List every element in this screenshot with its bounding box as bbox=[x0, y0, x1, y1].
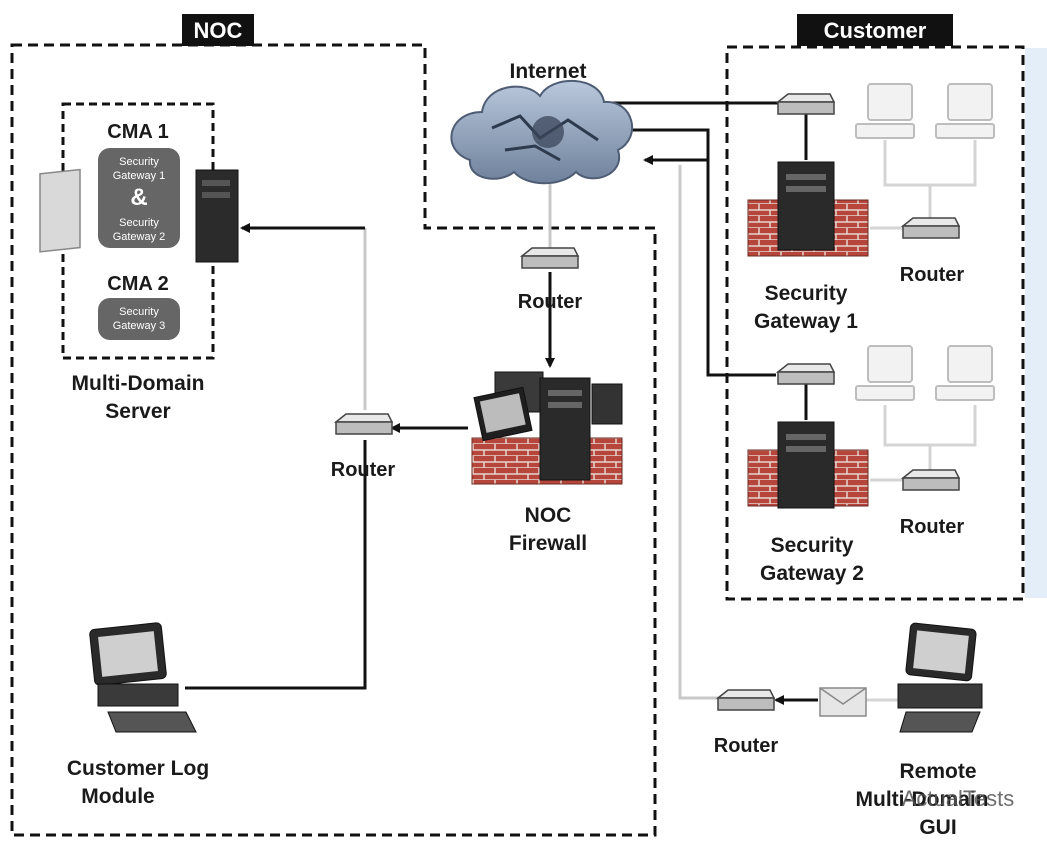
router-cust1-label: Router bbox=[900, 264, 965, 286]
cma1-pill-gw2-line1: Security bbox=[119, 217, 159, 229]
router-icon bbox=[900, 217, 961, 239]
multi-domain-server bbox=[39, 168, 239, 263]
router-icon bbox=[715, 689, 776, 711]
cma2-pill-line2: Gateway 3 bbox=[113, 320, 166, 332]
sg2-label-line1: Security bbox=[771, 534, 854, 557]
security-gateway-2-icon bbox=[747, 421, 869, 509]
mds-label-line2: Server bbox=[105, 400, 170, 423]
lan1-workstations bbox=[855, 83, 995, 139]
router-icon bbox=[775, 93, 836, 115]
security-gateway-1-icon bbox=[747, 161, 869, 257]
cma2-pill-line1: Security bbox=[119, 306, 159, 318]
cma1-gateways-pill: Security Gateway 1 & Security Gateway 2 bbox=[98, 148, 180, 248]
sg1-label-line2: Gateway 1 bbox=[754, 310, 858, 333]
remote-gui-workstation-icon bbox=[897, 622, 983, 733]
sg1-label-line1: Security bbox=[765, 282, 848, 305]
customer-lan-links bbox=[866, 140, 977, 702]
noc-firewall-label-line2: Firewall bbox=[509, 532, 587, 555]
router-icon bbox=[900, 469, 961, 491]
router-icon bbox=[519, 247, 580, 269]
router-icon bbox=[775, 363, 836, 385]
remote-gui-label-line2: Multi-Domain bbox=[856, 788, 989, 811]
cma1-pill-ampersand: & bbox=[130, 184, 147, 211]
router-noc-mid-label: Router bbox=[331, 459, 396, 481]
router-icon bbox=[333, 413, 394, 435]
noc-firewall-icon bbox=[471, 371, 623, 485]
log-module-label-line1: Customer Log bbox=[67, 757, 209, 780]
log-module-label-line2: Module bbox=[81, 785, 155, 808]
lan2-workstations bbox=[855, 345, 995, 401]
cma1-pill-gw1-line2: Gateway 1 bbox=[113, 170, 166, 182]
internet-label: Internet bbox=[509, 60, 586, 83]
customer-log-module-icon bbox=[89, 622, 197, 733]
router-noc-top-label: Router bbox=[518, 291, 583, 313]
remote-gui-label-line3: GUI bbox=[919, 816, 956, 839]
remote-gui-label-line1: Remote bbox=[899, 760, 976, 783]
noc-region-border bbox=[10, 43, 657, 837]
envelope-icon bbox=[819, 687, 867, 717]
customer-tag-text: Customer bbox=[824, 18, 927, 43]
cma1-pill-gw1-line1: Security bbox=[119, 156, 159, 168]
grey-links bbox=[363, 165, 726, 700]
cma1-label: CMA 1 bbox=[107, 121, 168, 143]
noc-tag-text: NOC bbox=[194, 18, 243, 43]
link-remote-router-to-internet bbox=[678, 165, 726, 700]
link-internet-to-sg2-router bbox=[607, 128, 776, 377]
sg2-label-line2: Gateway 2 bbox=[760, 562, 864, 585]
cma2-gateways-pill: Security Gateway 3 bbox=[98, 298, 180, 340]
router-cust2-label: Router bbox=[900, 516, 965, 538]
noc-tag: NOC bbox=[182, 14, 254, 46]
link-router-to-log-module bbox=[185, 440, 367, 690]
black-links bbox=[185, 101, 818, 705]
noc-firewall-label-line1: NOC bbox=[525, 504, 572, 527]
internet-cloud bbox=[450, 80, 634, 185]
cma1-pill-gw2-line2: Gateway 2 bbox=[113, 231, 166, 243]
customer-region-border bbox=[725, 45, 1025, 601]
customer-tag: Customer bbox=[797, 14, 953, 46]
router-remote-label: Router bbox=[714, 735, 779, 757]
watermark-text: ActualTests bbox=[902, 786, 1015, 811]
cma2-label: CMA 2 bbox=[107, 273, 168, 295]
mds-label-line1: Multi-Domain bbox=[72, 372, 205, 395]
customer-side-strip bbox=[1025, 48, 1047, 598]
